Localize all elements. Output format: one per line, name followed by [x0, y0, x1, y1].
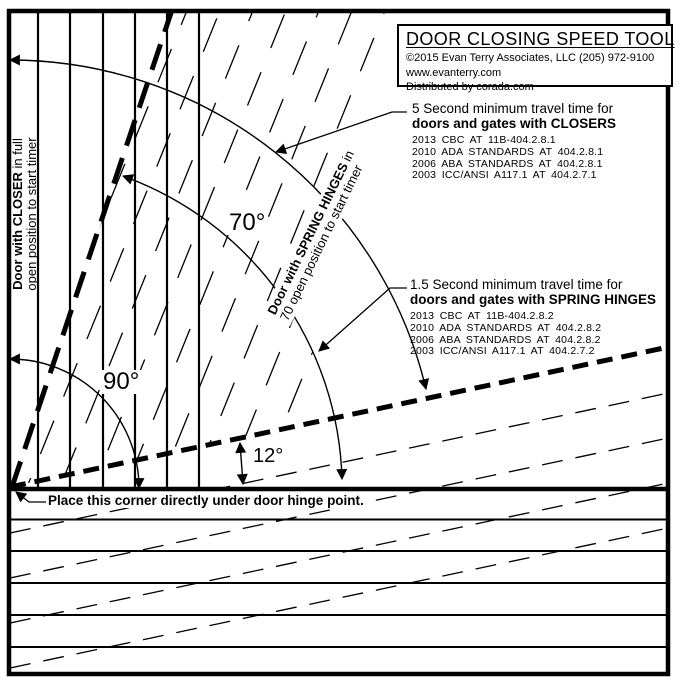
leader-spring-note [318, 287, 407, 352]
angle-label-12: 12° [251, 445, 286, 467]
code-ref: 2013 CBC AT 11B-404.2.8.2 [410, 310, 554, 322]
horizontal-ruled-lines [10, 486, 669, 648]
code-ref: 2010 ADA STANDARDS AT 404.2.8.1 [412, 145, 604, 158]
website-line: www.evanterry.com [406, 66, 502, 79]
drawing-title: DOOR CLOSING SPEED TOOL [406, 29, 675, 49]
code-ref: 2003 ICC/ANSI A117.1 AT 404.2.7.1 [412, 169, 597, 182]
closers-note-line2: doors and gates with CLOSERS [412, 116, 617, 131]
spring-note-line2: doors and gates with SPRING HINGES [410, 292, 657, 307]
title-box: DOOR CLOSING SPEED TOOL ©2015 Evan Terry… [397, 24, 675, 93]
spring-note-line1: 1.5 Second minimum travel time for [410, 277, 623, 292]
code-ref: 2006 ABA STANDARDS AT 404.2.8.1 [412, 157, 603, 170]
parallel-dashed-guide-lines [11, 392, 668, 669]
angle-label-70: 70° [227, 209, 268, 236]
closer-door-label-line1: Door with CLOSER in full [10, 108, 25, 320]
closers-note: 5 Second minimum travel time for doors a… [412, 101, 616, 182]
full-open-90-arc [8, 353, 145, 490]
copyright-line: ©2015 Evan Terry Associates, LLC (205) 9… [406, 52, 655, 64]
closer-sweep-arc-90-to-12 [8, 54, 430, 391]
spring-code-refs: 2013 CBC AT 11B-404.2.8.2 2010 ADA STAND… [410, 310, 656, 358]
spring-hinges-note: 1.5 Second minimum travel time for doors… [410, 277, 656, 358]
corner-placement-note: Place this corner directly under door hi… [46, 493, 366, 508]
angle-label-90: 90° [101, 368, 142, 395]
closers-code-refs: 2013 CBC AT 11B-404.2.8.1 2010 ADA STAND… [412, 134, 616, 182]
closer-door-label-bold: Door with CLOSER [10, 172, 25, 290]
closer-door-label: Door with CLOSER in full open position t… [10, 108, 39, 320]
code-ref: 2006 ABA STANDARDS AT 404.2.8.2 [410, 333, 601, 346]
leader-corner-note [15, 491, 46, 503]
dim-12-degree-arrow [235, 441, 248, 486]
distributor-line: Distributed by corada.com [406, 81, 534, 93]
code-ref: 2013 CBC AT 11B-404.2.8.1 [412, 134, 556, 146]
closer-door-label-rest: in full [10, 138, 25, 173]
drawing-border [6, 8, 671, 677]
leader-closers-note [274, 111, 407, 154]
closers-note-line1: 5 Second minimum travel time for [412, 101, 614, 116]
code-ref: 2003 ICC/ANSI A117.1 AT 404.2.7.2 [410, 345, 595, 358]
code-ref: 2010 ADA STANDARDS AT 404.2.8.2 [410, 321, 602, 334]
closer-door-label-line2: open position to start timer [23, 137, 39, 291]
